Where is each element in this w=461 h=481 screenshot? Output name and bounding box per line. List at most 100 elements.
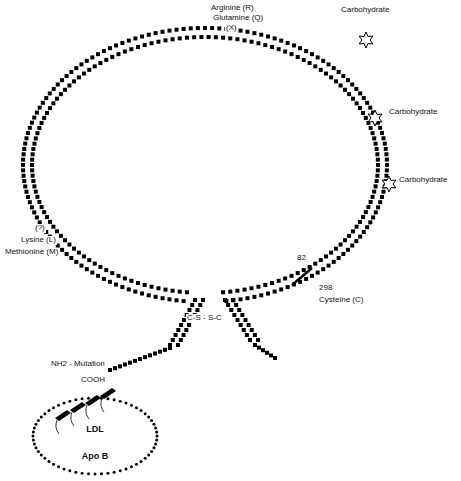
- amino-acid-dot: [196, 26, 200, 30]
- amino-acid-dot: [161, 296, 165, 300]
- amino-acid-dot: [329, 75, 333, 79]
- amino-acid-dot: [214, 35, 218, 39]
- amino-acid-dot: [143, 283, 147, 287]
- amino-acid-dot: [383, 142, 387, 146]
- outline-dot: [125, 467, 128, 470]
- amino-acid-dot: [286, 285, 290, 289]
- amino-acid-dot: [376, 158, 380, 162]
- amino-acid-dot: [228, 36, 232, 40]
- amino-acid-dot: [339, 243, 343, 247]
- outline-dot: [87, 472, 90, 475]
- amino-acid-dot: [28, 126, 32, 130]
- outline-dot: [94, 397, 97, 400]
- amino-acid-dot: [98, 61, 102, 65]
- amino-acid-dot: [210, 26, 214, 30]
- amino-acid-dot: [114, 283, 118, 287]
- amino-acid-dot: [378, 126, 382, 130]
- amino-acid-dot: [319, 68, 323, 72]
- amino-acid-dot: [31, 147, 35, 151]
- amino-acid-dot: [253, 343, 257, 347]
- amino-acid-dot: [24, 136, 28, 140]
- particle-label: LDL: [86, 424, 104, 434]
- amino-acid-dot: [148, 353, 152, 357]
- amino-acid-dot: [382, 190, 386, 194]
- amino-acid-dot: [82, 254, 86, 258]
- amino-acid-dot: [176, 343, 180, 347]
- amino-acid-dot: [366, 205, 370, 209]
- amino-acid-dot: [374, 184, 378, 188]
- annotation-label: NH2 - Mutation: [50, 360, 106, 369]
- amino-acid-dot: [341, 74, 345, 78]
- amino-acid-dot: [374, 210, 378, 214]
- amino-acid-dot: [96, 274, 100, 278]
- amino-acid-dot: [163, 348, 167, 352]
- amino-acid-dot: [23, 184, 27, 188]
- amino-acid-dot: [302, 268, 306, 272]
- amino-acid-dot: [270, 45, 274, 49]
- amino-acid-dot: [51, 101, 55, 105]
- amino-acid-dot: [296, 271, 300, 275]
- outline-dot: [140, 460, 143, 463]
- amino-acid-dot: [59, 92, 63, 96]
- annotation-label: Arginine (R): [210, 4, 255, 13]
- amino-acid-dot: [69, 256, 73, 260]
- outline-dot: [68, 400, 71, 403]
- amino-acid-dot: [371, 131, 375, 135]
- amino-acid-dot: [171, 37, 175, 41]
- amino-acid-dot: [235, 37, 239, 41]
- amino-acid-dot: [382, 136, 386, 140]
- amino-acid-dot: [22, 179, 26, 183]
- amino-acid-dot: [40, 205, 44, 209]
- amino-acid-dot: [339, 83, 343, 87]
- amino-acid-dot: [104, 58, 108, 62]
- amino-acid-dot: [198, 303, 202, 307]
- amino-acid-dot: [98, 265, 102, 269]
- amino-acid-dot: [72, 79, 76, 83]
- amino-acid-dot: [263, 283, 267, 287]
- outline-dot: [52, 463, 55, 466]
- outline-dot: [113, 471, 116, 474]
- amino-acid-dot: [376, 163, 380, 167]
- amino-acid-dot: [327, 62, 331, 66]
- outline-dot: [150, 450, 153, 453]
- amino-acid-dot: [26, 195, 30, 199]
- outline-dot: [74, 398, 77, 401]
- amino-acid-dot: [67, 83, 71, 87]
- amino-acid-dot: [368, 220, 372, 224]
- outline-dot: [100, 397, 103, 400]
- amino-acid-dot: [104, 268, 108, 272]
- outline-dot: [156, 435, 159, 438]
- outline-dot: [35, 446, 38, 449]
- amino-acid-dot: [74, 260, 78, 264]
- amino-acid-dot: [245, 333, 249, 337]
- amino-acid-dot: [34, 190, 38, 194]
- amino-acid-dot: [21, 158, 25, 162]
- amino-acid-dot: [30, 121, 34, 125]
- amino-acid-dot: [351, 97, 355, 101]
- amino-acid-dot: [118, 364, 122, 368]
- amino-acid-dot: [41, 101, 45, 105]
- amino-acid-dot: [77, 75, 81, 79]
- amino-acid-dot: [30, 205, 34, 209]
- amino-acid-dot: [168, 346, 172, 350]
- amino-acid-dot: [21, 163, 25, 167]
- annotation-label: Glutamine (Q): [212, 14, 264, 23]
- amino-acid-dot: [234, 303, 238, 307]
- lipid-tail: [101, 398, 104, 412]
- amino-acid-dot: [362, 96, 366, 100]
- amino-acid-dot: [259, 33, 263, 37]
- amino-acid-dot: [308, 61, 312, 65]
- annotation-label: Lysine (L): [20, 236, 57, 245]
- amino-acid-dot: [380, 195, 384, 199]
- amino-acid-dot: [250, 40, 254, 44]
- annotation-label: (X): [225, 24, 238, 33]
- lipid-tail: [71, 412, 74, 426]
- amino-acid-dot: [176, 328, 180, 332]
- amino-acid-dot: [248, 338, 252, 342]
- amino-acid-dot: [174, 333, 178, 337]
- amino-acid-dot: [253, 333, 257, 337]
- amino-acid-dot: [123, 276, 127, 280]
- amino-acid-dot: [167, 29, 171, 33]
- amino-acid-dot: [85, 267, 89, 271]
- amino-acid-dot: [117, 274, 121, 278]
